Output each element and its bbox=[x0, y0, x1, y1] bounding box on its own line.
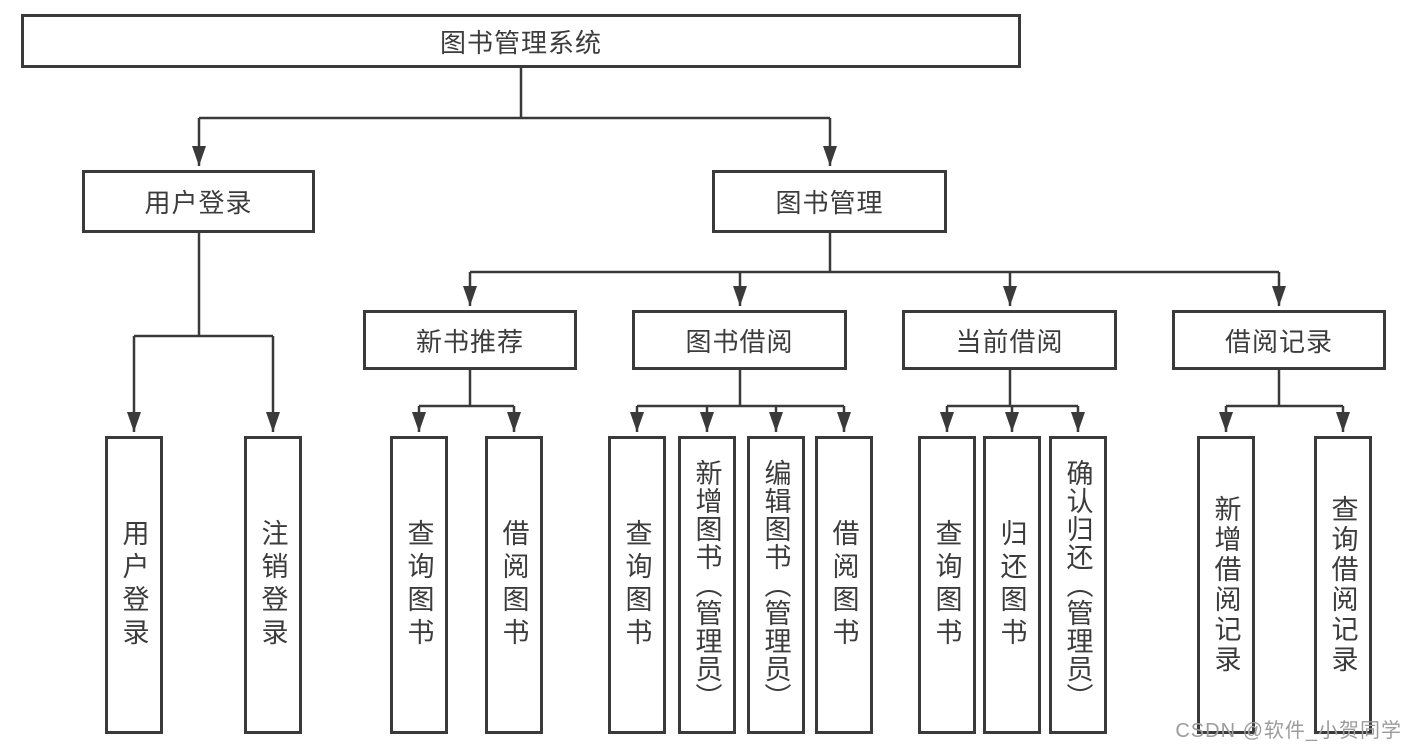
csdn-watermark: CSDN @软件_小贺同学 bbox=[1175, 720, 1402, 742]
connector-borrow-to-leaves bbox=[629, 370, 851, 432]
leaf-borrow-borrow-books: 借阅图书 bbox=[815, 436, 873, 734]
node-user-login: 用户登录 bbox=[82, 170, 315, 233]
node-book-borrowing: 图书借阅 bbox=[632, 310, 847, 370]
node-library-system-root: 图书管理系统 bbox=[21, 14, 1021, 68]
leaf-newbooks-query-books: 查询图书 bbox=[390, 436, 448, 734]
connector-records-to-leaves bbox=[1218, 370, 1350, 432]
leaf-current-query-books: 查询图书 bbox=[918, 436, 976, 734]
leaf-user-login: 用户登录 bbox=[105, 436, 163, 734]
node-book-management: 图书管理 bbox=[712, 170, 947, 233]
leaf-records-query-record: 查询借阅记录 bbox=[1314, 436, 1372, 734]
node-new-book-recommend: 新书推荐 bbox=[363, 310, 577, 370]
connector-login-to-leaves bbox=[126, 233, 280, 432]
node-current-borrowing: 当前借阅 bbox=[902, 310, 1117, 370]
leaf-borrow-edit-books-admin: 编辑图书（管理员） bbox=[747, 436, 805, 734]
connector-newbooks-to-leaves bbox=[411, 370, 521, 432]
node-borrowing-records: 借阅记录 bbox=[1172, 310, 1386, 370]
connector-current-to-leaves bbox=[939, 370, 1085, 432]
leaf-current-return-books: 归还图书 bbox=[983, 436, 1041, 734]
leaf-records-add-record: 新增借阅记录 bbox=[1197, 436, 1255, 734]
leaf-borrow-add-books-admin: 新增图书（管理员） bbox=[678, 436, 736, 734]
leaf-current-confirm-return-admin: 确认归还（管理员） bbox=[1049, 436, 1107, 734]
leaf-logout: 注销登录 bbox=[244, 436, 302, 734]
connector-root-to-level2 bbox=[191, 68, 837, 166]
leaf-newbooks-borrow-books: 借阅图书 bbox=[485, 436, 543, 734]
connector-mgmt-to-level3 bbox=[462, 233, 1286, 306]
leaf-borrow-query-books: 查询图书 bbox=[608, 436, 666, 734]
